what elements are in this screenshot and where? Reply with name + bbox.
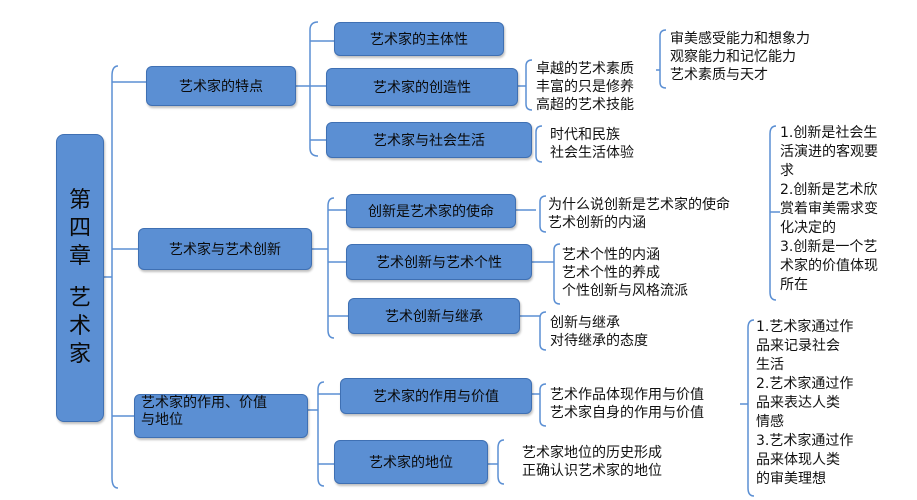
root-char: 第	[68, 188, 91, 213]
society-desc: 时代和民族 社会生活体验	[550, 127, 634, 161]
chapter-root-node[interactable]: 第 四 章 艺 术 家	[56, 134, 104, 422]
status-desc: 艺术家地位的历史形成 正确认识艺术家的地位	[522, 445, 662, 479]
mission-desc: 为什么说创新是艺术家的使命 艺术创新的内涵	[548, 197, 730, 231]
node-personality[interactable]: 艺术创新与艺术个性	[346, 244, 532, 280]
node-subjectivity[interactable]: 艺术家的主体性	[334, 22, 504, 56]
node-society[interactable]: 艺术家与社会生活	[326, 122, 532, 158]
node-creativity[interactable]: 艺术家的创造性	[326, 68, 518, 106]
node-function-value[interactable]: 艺术家的作用与价值	[340, 378, 532, 414]
root-char: 四	[68, 216, 91, 241]
inheritance-desc: 创新与继承 对待继承的态度	[550, 315, 648, 349]
node-traits[interactable]: 艺术家的特点	[146, 66, 296, 106]
creativity-sub-desc: 审美感受能力和想象力 观察能力和记忆能力 艺术素质与天才	[670, 31, 810, 83]
creativity-desc: 卓越的艺术素质 丰富的只是修养 高超的艺术技能	[536, 61, 634, 113]
node-innovation[interactable]: 艺术家与艺术创新	[138, 228, 312, 270]
root-char: 家	[68, 342, 91, 367]
node-mission[interactable]: 创新是艺术家的使命	[346, 194, 516, 228]
root-char: 术	[68, 314, 91, 339]
function-desc: 艺术作品体现作用与价值 艺术家自身的作用与价值	[550, 387, 704, 421]
node-status[interactable]: 艺术家的地位	[334, 440, 488, 484]
node-role-value-status[interactable]: 艺术家的作用、价值 与地位	[134, 394, 308, 438]
mission-note: 1.创新是社会生 活演进的客观要 求 2.创新是艺术欣 赏着审美需求变 化决定的…	[780, 125, 878, 293]
root-char: 章	[68, 244, 91, 269]
root-char: 艺	[68, 286, 91, 311]
function-note: 1.艺术家通过作 品来记录社会 生活 2.艺术家通过作 品来表达人类 情感 3.…	[756, 319, 854, 487]
node-inheritance[interactable]: 艺术创新与继承	[348, 298, 520, 334]
personality-desc: 艺术个性的内涵 艺术个性的养成 个性创新与风格流派	[562, 247, 688, 299]
